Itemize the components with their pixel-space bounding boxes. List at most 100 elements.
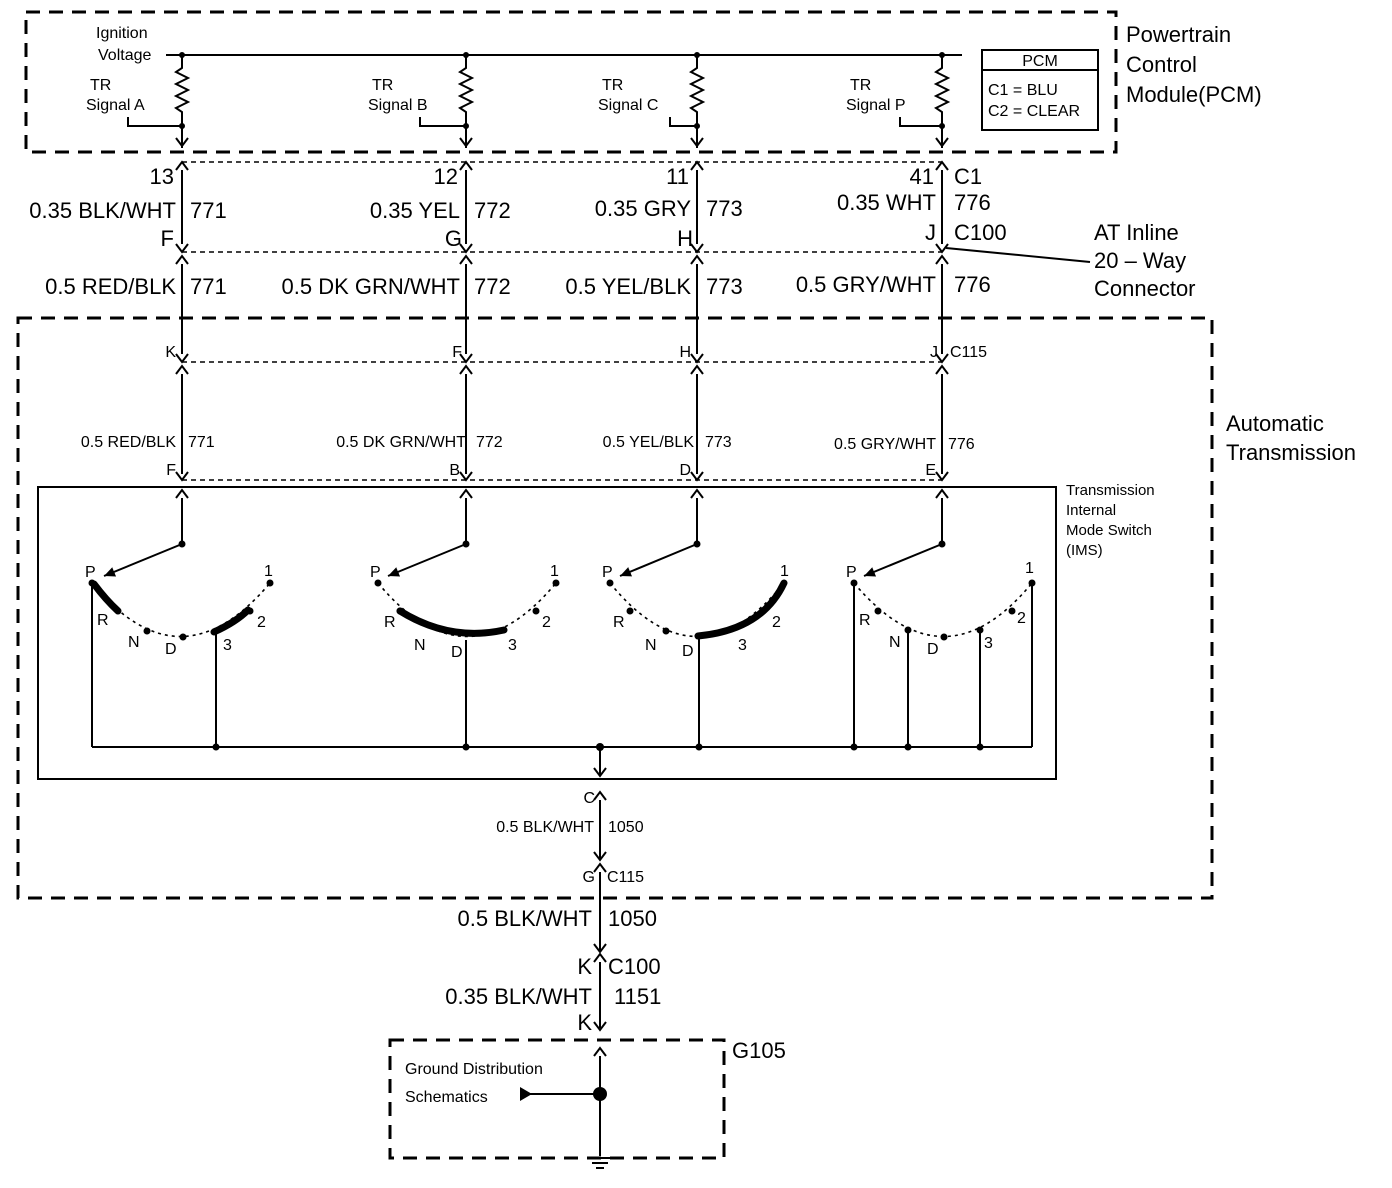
wire-771-pcm-circuit: 771 [190,198,227,223]
c100-ground-name: C100 [608,954,661,979]
c115-ground-name: C115 [607,869,644,886]
switch-p-pos-p: P [846,564,857,581]
c100-pin-j: J [925,220,936,245]
c100-pin-f: F [161,226,174,251]
switch-a-pos-r: R [97,612,109,629]
switch-a-pos-p: P [85,564,96,581]
switch-c-pos-n: N [645,637,657,654]
ground-pin-k: K [577,1010,592,1035]
wire-776-inner-circuit: 776 [948,436,975,453]
switch-c-pos-3: 3 [738,637,747,654]
ims-pin-f: F [166,462,176,479]
ims-pin-b: B [449,462,460,479]
switch-c-pos-2: 2 [772,614,781,631]
pcm-connector-c1: C1 [954,164,982,189]
switch-b-pos-1: 1 [550,563,559,580]
harness-wires: 0.5 RED/BLK 771 0.5 DK GRN/WHT 772 0.5 Y… [45,264,991,354]
pcm-pin-11: 11 [666,164,689,189]
switch-c-pos-r: R [613,614,625,631]
wire-776-inner-color: 0.5 GRY/WHT [834,436,936,453]
ims-ground-pin-c: C [583,790,595,807]
switch-c-pos-p: P [602,564,613,581]
pcm-pin-12: 12 [434,164,458,189]
ims-pin-d: D [679,462,691,479]
c115-connector: K F H J C115 [165,344,987,375]
resistor-signal-c [688,55,706,148]
wire-772-pcm-circuit: 772 [474,198,511,223]
ground-path: 0.5 BLK/WHT 1050 K C100 0.35 BLK/WHT 115… [388,872,786,1169]
signal-a-label-2: Signal A [86,97,145,114]
ground-wire-1151-circuit: 1151 [614,984,661,1009]
wire-771-harness-color: 0.5 RED/BLK [45,274,176,299]
switch-a-pos-n: N [128,634,140,651]
signal-c-label-2: Signal C [598,97,658,114]
switch-b-pos-p: P [370,564,381,581]
ims-switch-a: P R N D 3 2 1 [85,498,274,751]
ims-ground-wire-circuit: 1050 [608,819,644,836]
ims-switch-p: P R N D 3 2 1 [846,498,1036,751]
pcm-pin-13: 13 [150,164,174,189]
ground-symbol-icon [588,1157,612,1169]
ground-ref-line-2: Schematics [405,1089,488,1106]
c100-name: C100 [954,220,1007,245]
switch-b-pos-2: 2 [542,614,551,631]
resistor-signal-b [457,55,475,148]
g105-boundary [388,1038,726,1160]
pcm-pin-41: 41 [910,164,934,189]
ims-label-1: Transmission [1066,482,1155,499]
legend-c1: C1 = BLU [988,82,1058,99]
ims-label-2: Internal [1066,502,1116,519]
ground-ref-line-1: Ground Distribution [405,1061,543,1078]
switch-a-pos-1: 1 [264,563,273,580]
wire-771-pcm-color: 0.35 BLK/WHT [29,198,176,223]
pcm-connector-legend: PCM C1 = BLU C2 = CLEAR [981,49,1099,131]
ims-switch-c: P R N D 3 2 1 [602,498,789,751]
pcm-module: Ignition Voltage TR Signal A TR Signal B… [24,10,1262,154]
signal-p-label-1: TR [850,77,871,94]
c115-pin-f: F [452,344,462,361]
c100-label-3: Connector [1094,276,1196,301]
c115-pin-h: H [679,344,691,361]
switch-a-pos-2: 2 [257,614,266,631]
switch-b-pos-3: 3 [508,637,517,654]
wire-773-harness-color: 0.5 YEL/BLK [565,274,691,299]
c115-pin-k: K [165,344,176,361]
c115-name: C115 [950,344,987,361]
legend-title: PCM [1022,53,1058,70]
wire-773-pcm-circuit: 773 [706,196,743,221]
pcm-title-3: Module(PCM) [1126,82,1262,107]
ground-wire-1050-circuit: 1050 [608,906,657,931]
g105-name: G105 [732,1038,786,1063]
signal-p-label-2: Signal P [846,97,906,114]
wire-773-harness-circuit: 773 [706,274,743,299]
ims-pin-e: E [925,462,936,479]
wire-773-inner-color: 0.5 YEL/BLK [603,434,695,451]
resistor-signal-p [933,55,951,148]
ims-ground-wire-color: 0.5 BLK/WHT [496,819,594,836]
pcm-title-2: Control [1126,52,1197,77]
transmission-title-2: Transmission [1226,440,1356,465]
pcm-to-c100-section: 13 12 11 41 C1 0.35 BLK/WHT 771 0.35 YEL… [29,160,1196,301]
wire-776-pcm-color: 0.35 WHT [837,190,936,215]
ignition-voltage-label-2: Voltage [98,47,151,64]
c115-ground-pin-g: G [583,869,595,886]
automatic-transmission: Automatic Transmission K F H J C115 0.5 … [16,316,1356,900]
switch-c-pos-d: D [682,643,694,660]
wire-772-harness-circuit: 772 [474,274,511,299]
pcm-title-1: Powertrain [1126,22,1231,47]
ground-wire-1151-color: 0.35 BLK/WHT [445,984,592,1009]
ims-box [37,486,1057,780]
wire-771-harness-circuit: 771 [190,274,227,299]
switch-p-pos-n: N [889,634,901,651]
c100-ground-pin-k: K [577,954,592,979]
switch-a-pos-d: D [165,641,177,658]
switch-p-pos-d: D [927,641,939,658]
wire-772-harness-color: 0.5 DK GRN/WHT [282,274,460,299]
wire-772-inner-circuit: 772 [476,434,503,451]
switch-c-pos-1: 1 [780,563,789,580]
switch-b-pos-d: D [451,644,463,661]
wire-772-inner-color: 0.5 DK GRN/WHT [336,434,466,451]
wire-773-pcm-color: 0.35 GRY [595,196,692,221]
c100-label-1: AT Inline [1094,220,1179,245]
